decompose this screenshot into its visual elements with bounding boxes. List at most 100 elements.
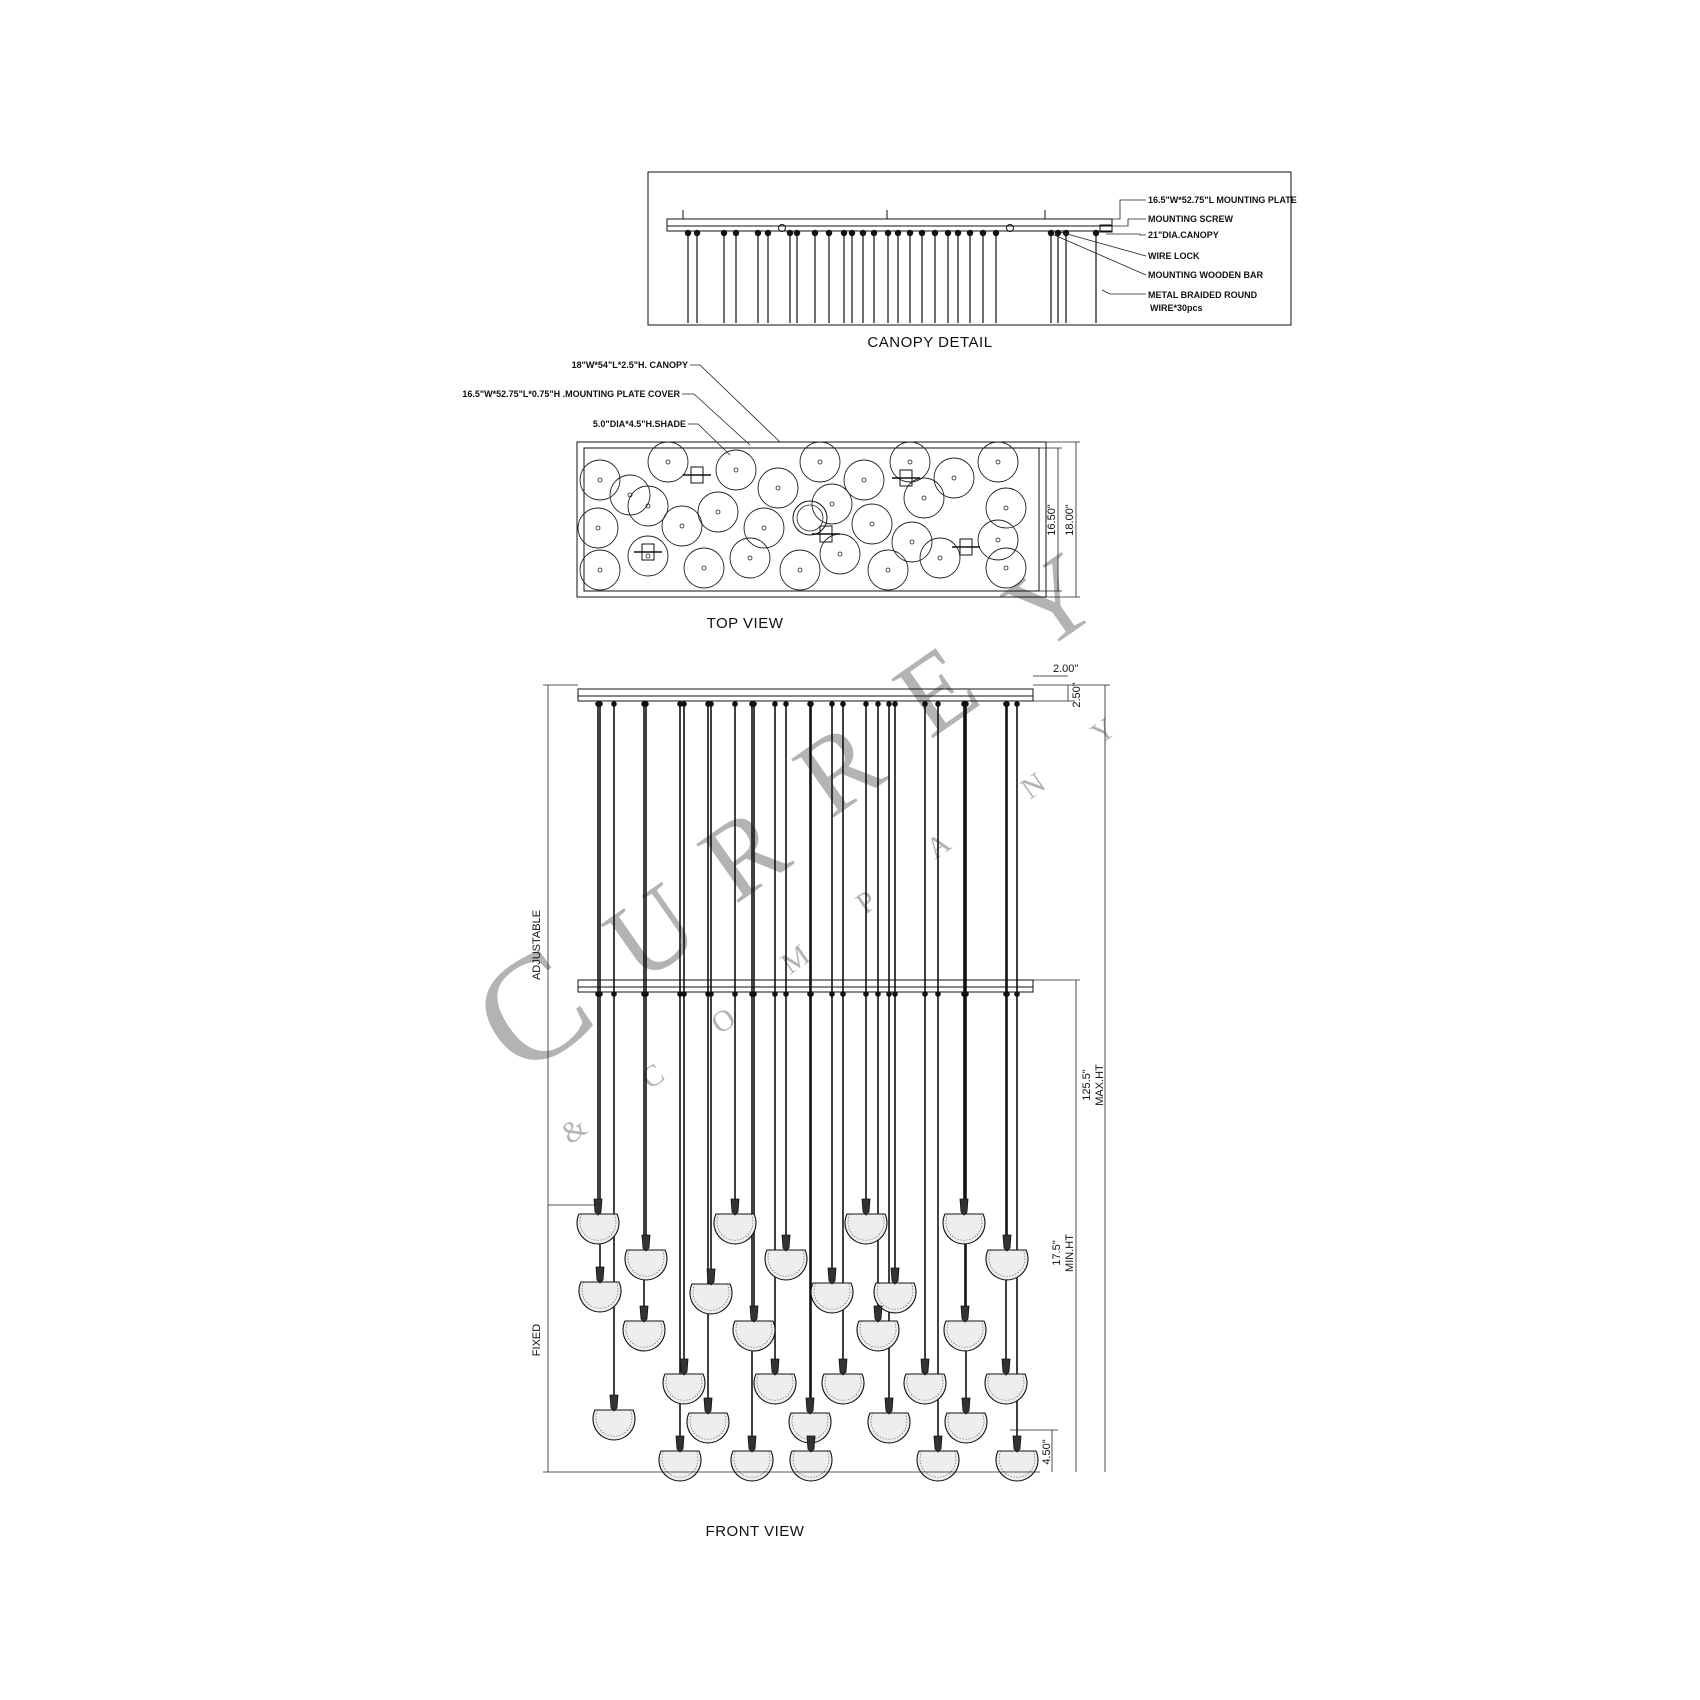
top-view-shade-center [817,459,823,465]
front-view-shade [788,1397,832,1444]
watermark-letter: Y [984,529,1119,675]
front-view-wire-lock [922,991,928,997]
front-view-dim-max-value: 125.5" [1081,1069,1093,1101]
canopy-detail-wire-lock-dot [884,229,892,237]
front-view-shade [944,1397,988,1444]
top-view-shade [851,503,893,545]
canopy-detail-title: CANOPY DETAIL [867,334,992,351]
top-view-shade [627,485,669,527]
front-view-shade [592,1394,636,1441]
canopy-detail-wire-lock-dot [1047,229,1055,237]
top-view-canopy-outline [576,441,1047,598]
top-view-shade [697,491,739,533]
canopy-detail-screw [1006,224,1014,232]
top-view-shade-center [885,567,891,573]
canopy-detail-wire-lock-dot [870,229,878,237]
top-view-shade [985,547,1027,589]
front-view-dim-canopy-height: 2.50" [1071,682,1083,707]
front-view-wire-lock [732,991,738,997]
callout-wire-count: WIRE*30pcs [1150,303,1203,313]
top-view-shade-center [595,525,601,531]
top-view-shade-center [665,459,671,465]
front-view-wire-lock [732,701,738,707]
front-view-shade [732,1305,776,1352]
front-view-wire-lock [886,701,892,707]
front-view-plate-adjusted [577,986,1034,993]
top-view-shade-center [861,477,867,483]
front-view-wire-lock [863,701,869,707]
canopy-detail-wire-lock-dot [840,229,848,237]
top-view-shade-center [995,459,1001,465]
top-view-shade [579,459,621,501]
canopy-detail-wire-lock-dot [966,229,974,237]
canopy-detail-wire-lock-dot [720,229,728,237]
top-view-shade-center [797,567,803,573]
front-view-shade [789,1435,833,1482]
front-view-shade [810,1267,854,1314]
top-view-shade-center [645,503,651,509]
top-view-shade [577,507,619,549]
watermark-letter: U [584,859,719,1005]
front-view-shade [844,1198,888,1245]
top-view-shades [577,441,1027,591]
front-view-shade [916,1435,960,1482]
canopy-detail-wire-lock-dot [684,229,692,237]
top-view-title: TOP VIEW [707,615,784,632]
front-view-wire-lock [1003,701,1009,707]
front-view-wire-lock [641,701,647,707]
front-view-wire-lock [863,991,869,997]
top-view-shade-center [837,551,843,557]
front-view-shade [985,1234,1029,1281]
front-view-shade [689,1268,733,1315]
top-view-shade [729,537,771,579]
front-view-wires [595,701,1020,1437]
callout-braided-wire: METAL BRAIDED ROUND [1148,290,1258,300]
canopy-detail-wire-lock-dot [859,229,867,237]
front-view-wire-lock [922,701,928,707]
top-view-shade-center [775,485,781,491]
top-view-shade [661,505,703,547]
front-view-wire-lock [783,991,789,997]
canopy-detail-wire-lock-dot [811,229,819,237]
front-view-wire-lock [963,991,969,997]
front-view-wire-lock [840,701,846,707]
front-view-shade [942,1198,986,1245]
front-view-shade [943,1305,987,1352]
canopy-detail-wire-lock-dot [931,229,939,237]
top-view-shade-center [597,567,603,573]
callout-wire-lock: WIRE LOCK [1148,251,1200,261]
top-view-shade-center [869,521,875,527]
top-view-shade-center [715,509,721,515]
top-view-shade-center [995,537,1001,543]
front-view-wire-lock [1014,701,1020,707]
top-view-shade [579,549,621,591]
front-view-shade [995,1435,1039,1482]
top-view-shade [811,483,853,525]
front-view-wire-lock [840,991,846,997]
front-view-shade [753,1358,797,1405]
top-view-shade [889,441,931,483]
front-view-wire-lock [611,701,617,707]
canopy-detail-wire-lock-dot [793,229,801,237]
front-view-shade [730,1435,774,1482]
top-view-shade [757,467,799,509]
watermark-letter: E [874,621,999,759]
front-view-shades [576,1198,1039,1482]
callout-shade-size: 5.0"DIA*4.5"H.SHADE [593,419,686,429]
top-view-shade [985,487,1027,529]
front-view-wire-lock [1014,991,1020,997]
front-view-wire-lock [875,991,881,997]
callout-plate-cover-size: 16.5"W*52.75"L*0.75"H .MOUNTING PLATE CO… [462,389,680,399]
watermark-small-letter: C [635,1057,670,1096]
front-view-wire-lock [772,991,778,997]
top-view-shade-center [747,555,753,561]
top-view-dim-outer: 18.00" [1064,504,1076,536]
front-view-wire-lock [808,991,814,997]
front-view-wire-lock [892,701,898,707]
front-view-wire-lock [749,991,755,997]
top-view-dim-inner: 16.50" [1046,504,1058,536]
front-view-wire-lock [886,991,892,997]
front-view-dim-min-value: 17.5" [1051,1240,1063,1265]
callout-mounting-screw: MOUNTING SCREW [1148,214,1234,224]
top-view-shade-center [1003,505,1009,511]
